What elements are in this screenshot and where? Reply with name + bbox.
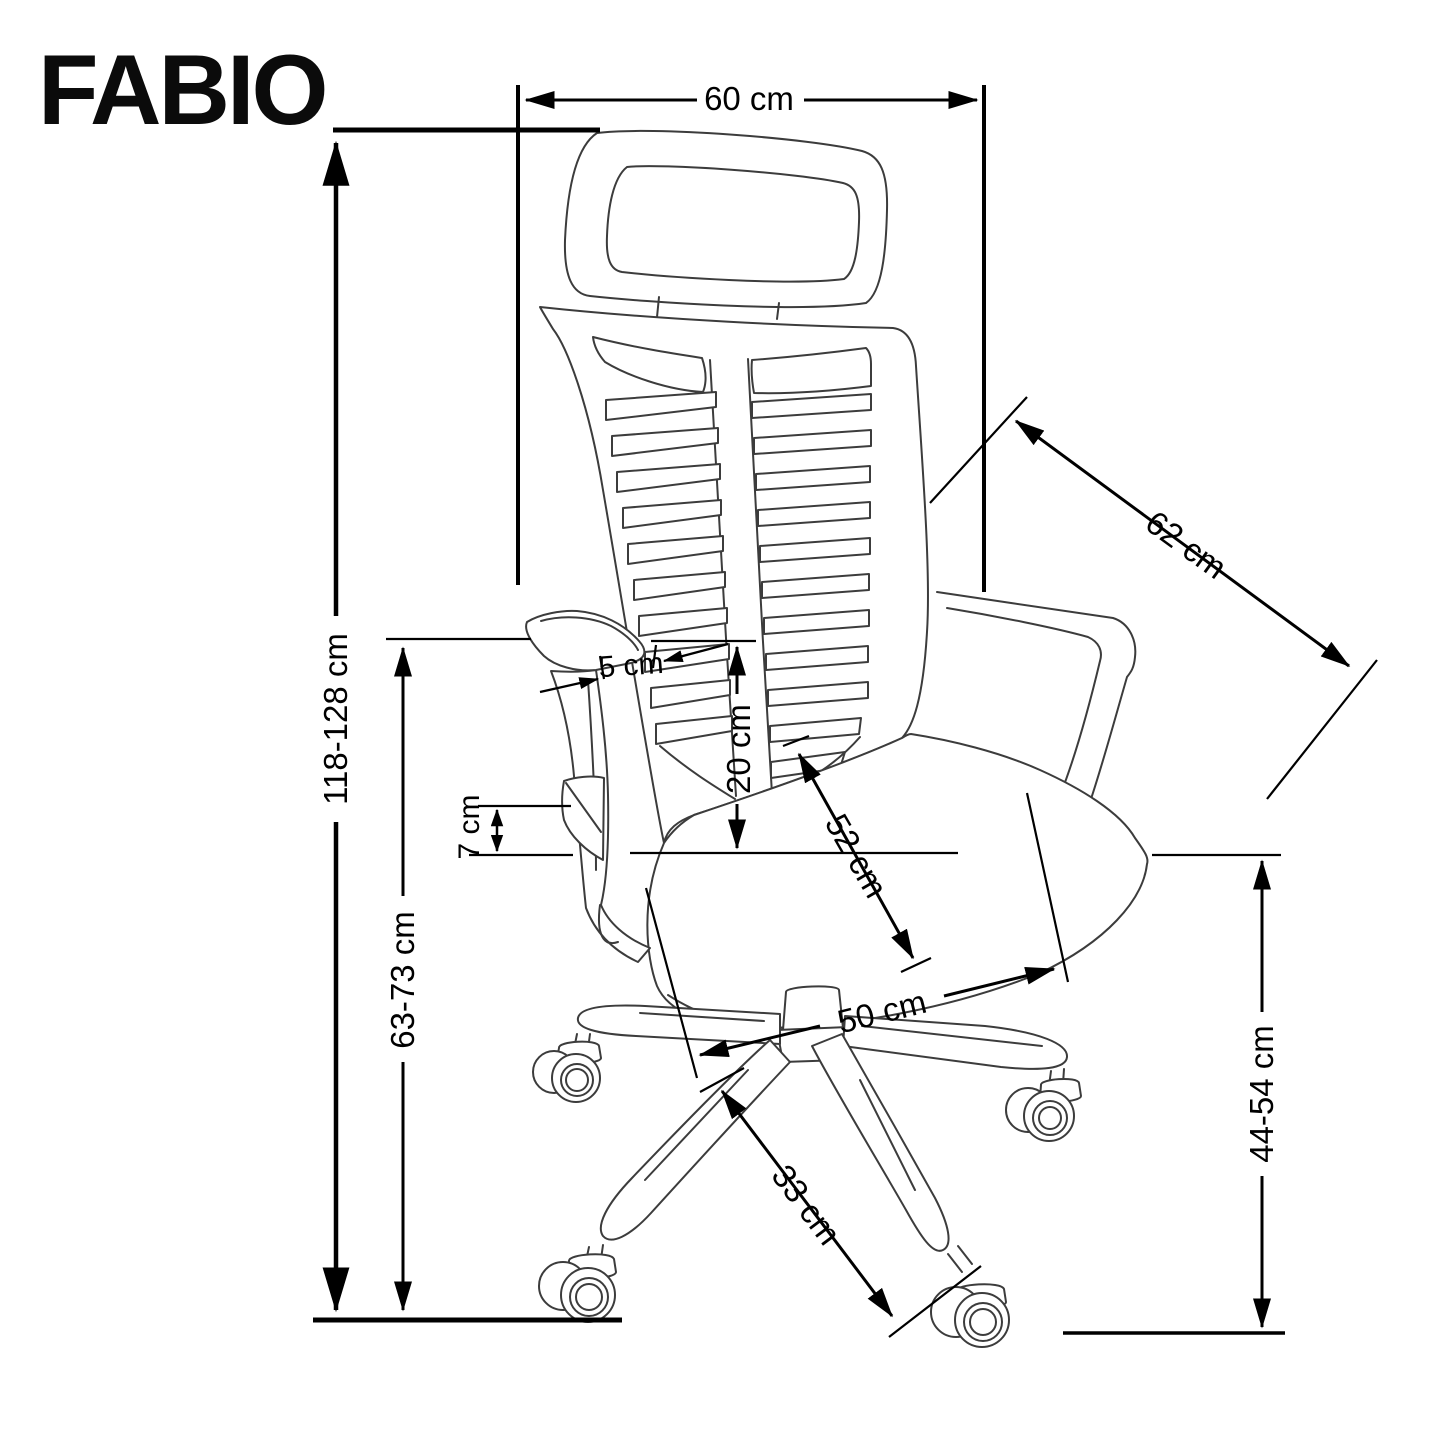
label-lumbar-height: 20 cm: [720, 704, 757, 794]
label-total-height: 118-128 cm: [317, 633, 354, 805]
caster-left: [532, 1033, 602, 1103]
label-armrest-top-width: 5 cm: [597, 646, 665, 685]
left-armrest: [525, 609, 651, 963]
label-armrest-pad-height: 7 cm: [453, 794, 486, 860]
backrest: [539, 306, 929, 844]
backrest-left-slats: [605, 391, 733, 745]
caster-front-left: [538, 1244, 617, 1323]
dimension-lines: [313, 85, 1378, 1338]
caster-right: [1005, 1068, 1082, 1142]
product-title: FABIO: [38, 34, 329, 145]
label-seat-height: 44-54 cm: [1243, 1025, 1280, 1163]
caster-front-right: [930, 1245, 1010, 1348]
label-headrest-width: 60 cm: [704, 80, 794, 117]
backrest-right-slats: [751, 393, 872, 779]
headrest: [563, 129, 889, 320]
label-armrest-height: 63-73 cm: [384, 911, 421, 1049]
